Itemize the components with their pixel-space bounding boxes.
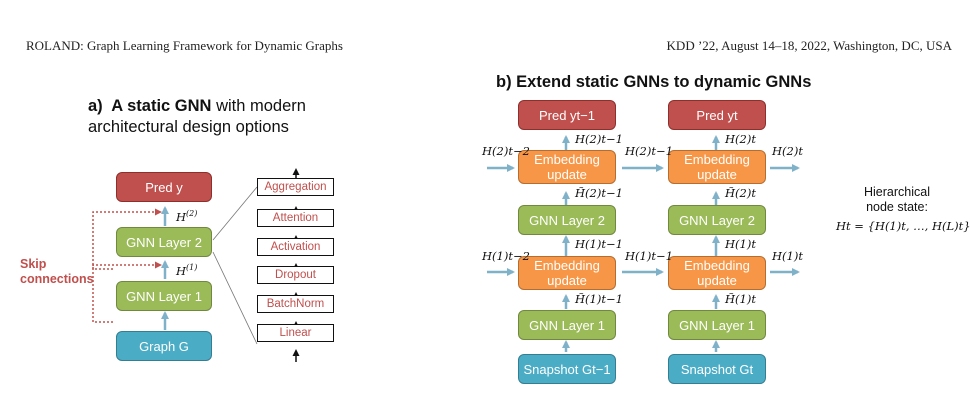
- col2-pred-box: Pred yt: [668, 100, 766, 130]
- panel-a-title-bold: A static GNN: [111, 97, 212, 115]
- col1-input-h2-label: H(2)t−2: [482, 144, 530, 158]
- col1-gnn-layer-2: GNN Layer 2: [518, 205, 616, 235]
- graph-box: Graph G: [116, 331, 212, 361]
- pred-box: Pred y: [116, 172, 212, 202]
- col1-h1-tilde-label: H̃(1)t−1: [575, 292, 623, 306]
- col2-gnn-layer-2: GNN Layer 2: [668, 205, 766, 235]
- col1-snapshot: Snapshot Gt−1: [518, 354, 616, 384]
- skip-connections-label: Skip connections: [20, 257, 94, 286]
- gnn-layer-2-box: GNN Layer 2: [116, 227, 212, 257]
- zoom-line-top: [212, 186, 258, 241]
- col2-h1-tilde-label: H̃(1)t: [725, 292, 756, 306]
- col1-gnn-layer-1: GNN Layer 1: [518, 310, 616, 340]
- panel-a-title-line2: architectural design options: [88, 118, 289, 136]
- col2-output-h2-label: H(2)t: [772, 144, 803, 158]
- running-header-right: KDD ’22, August 14–18, 2022, Washington,…: [666, 38, 952, 53]
- col2-input-h2-label: H(2)t−1: [625, 144, 673, 158]
- col2-snapshot: Snapshot Gt: [668, 354, 766, 384]
- op-batchnorm: BatchNorm: [257, 295, 334, 313]
- op-activation: Activation: [257, 238, 334, 256]
- running-header-left: ROLAND: Graph Learning Framework for Dyn…: [26, 38, 343, 53]
- skip-connection-upper: [92, 208, 162, 270]
- col2-output-h1-label: H(1)t: [772, 249, 803, 263]
- col1-input-h1-label: H(1)t−2: [482, 249, 530, 263]
- col1-h2-out-label: H(2)t−1: [575, 132, 623, 146]
- op-attention: Attention: [257, 209, 334, 227]
- col1-pred-box: Pred yt−1: [518, 100, 616, 130]
- op-linear: Linear: [257, 324, 334, 342]
- zoom-line-bottom: [212, 251, 258, 345]
- h2-label: H(2): [176, 209, 198, 224]
- col2-input-h1-label: H(1)t−1: [625, 249, 673, 263]
- panel-b-title: b) Extend static GNNs to dynamic GNNs: [496, 73, 812, 91]
- hierarchical-state-formula: Ht = {H(1)t, …, H(L)t}: [836, 219, 970, 233]
- col2-h1-out-label: H(1)t: [725, 237, 756, 251]
- hierarchical-node-state-label: Hierarchical node state:: [864, 185, 930, 214]
- skip-connection-lower: [92, 261, 162, 323]
- h1-label: H(1): [176, 263, 198, 278]
- panel-a-title: a) A static GNN with modern architectura…: [88, 97, 306, 136]
- op-dropout: Dropout: [257, 266, 334, 284]
- gnn-layer-1-box: GNN Layer 1: [116, 281, 212, 311]
- col1-h2-tilde-label: H̃(2)t−1: [575, 186, 623, 200]
- op-aggregation: Aggregation: [257, 178, 334, 196]
- col2-h2-tilde-label: H̃(2)t: [725, 186, 756, 200]
- col2-gnn-layer-1: GNN Layer 1: [668, 310, 766, 340]
- col2-h2-out-label: H(2)t: [725, 132, 756, 146]
- col1-h1-out-label: H(1)t−1: [575, 237, 623, 251]
